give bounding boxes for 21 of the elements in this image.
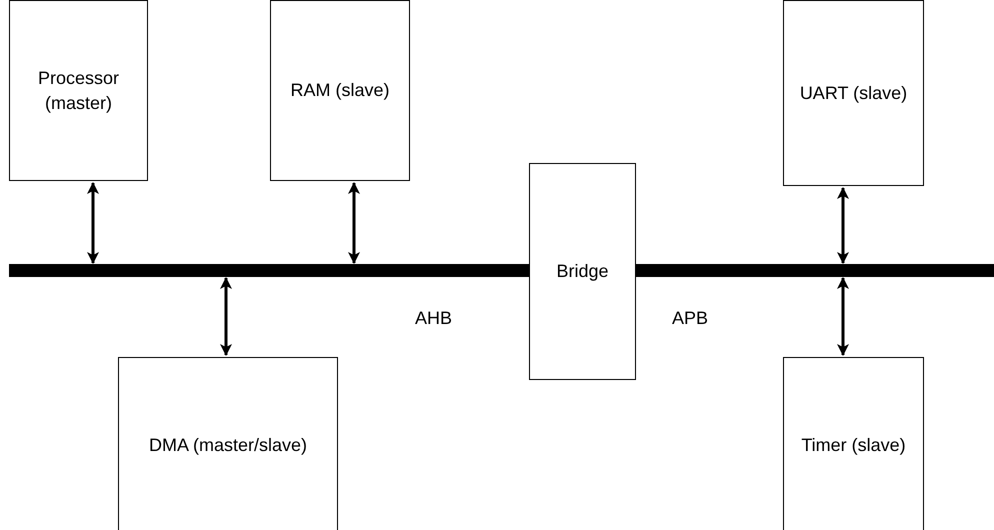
double-arrow xyxy=(837,277,849,356)
component-label: RAM (slave) xyxy=(289,79,390,102)
component-label: DMA (master/slave) xyxy=(148,434,308,457)
component-label: Timer (slave) xyxy=(800,434,907,457)
bus-label: APB xyxy=(672,308,708,329)
double-arrow xyxy=(87,182,99,264)
component-label: Processor (master) xyxy=(36,67,120,115)
bus-bar xyxy=(636,264,994,277)
component-label: UART (slave) xyxy=(798,82,908,105)
bus-label: AHB xyxy=(415,308,452,329)
component-box xyxy=(529,163,636,380)
double-arrow xyxy=(348,182,360,264)
component-box xyxy=(783,0,924,186)
double-arrow xyxy=(837,187,849,264)
component-label: Bridge xyxy=(555,260,610,284)
component-box xyxy=(9,0,148,181)
double-arrow xyxy=(220,277,232,356)
bus-bar xyxy=(9,264,529,277)
component-box xyxy=(270,0,410,181)
component-box xyxy=(118,357,338,530)
component-box xyxy=(783,357,924,530)
